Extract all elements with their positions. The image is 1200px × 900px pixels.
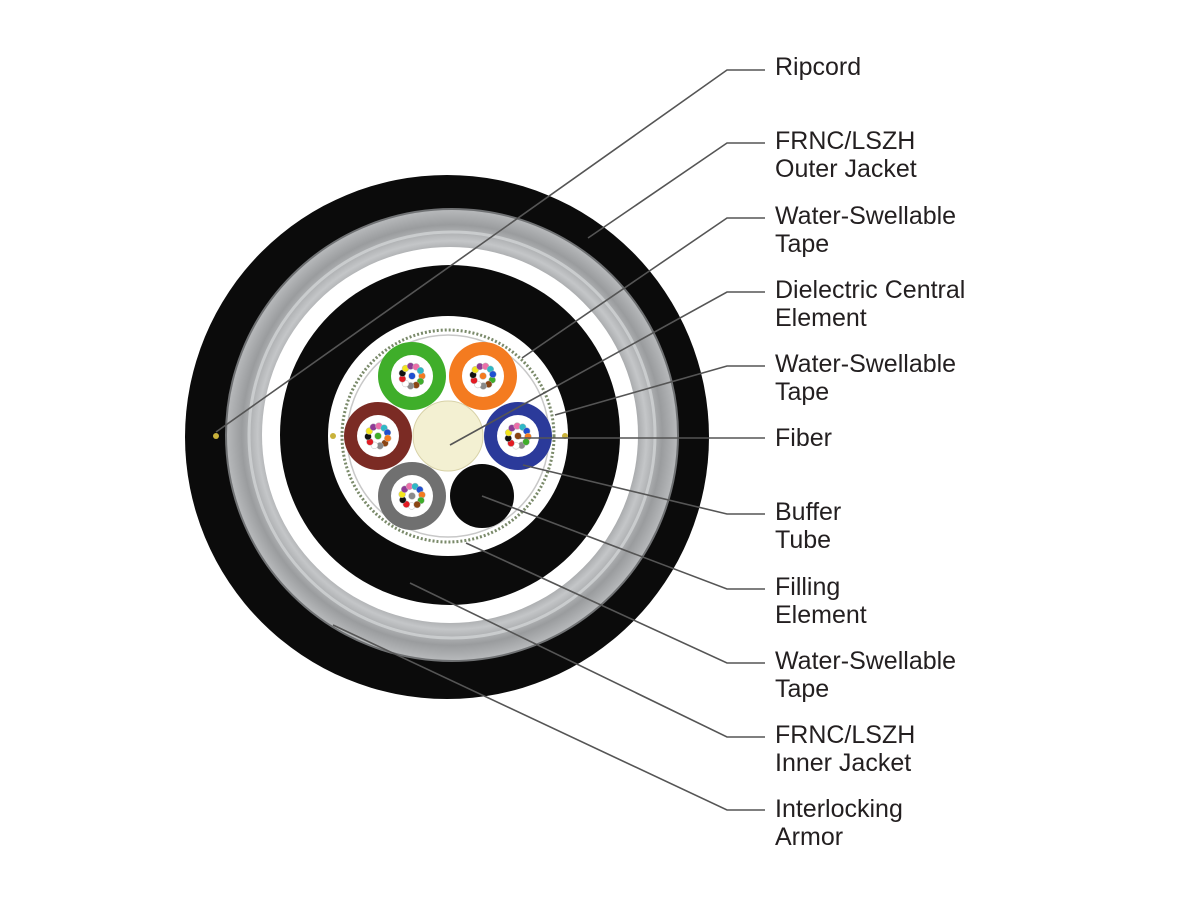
- leader-ripcord: [215, 69, 765, 433]
- leader-central-element: [449, 291, 765, 446]
- buffer-tubes: [344, 342, 552, 530]
- leader-inner-jacket: [409, 582, 765, 738]
- fiber-strand: [514, 432, 522, 440]
- leader-water-tape-1: [521, 217, 765, 359]
- leader-outer-jacket: [587, 142, 765, 239]
- label-ripcord: Ripcord: [775, 53, 862, 81]
- label-fiber: Fiber: [775, 424, 832, 452]
- fiber-strand: [479, 372, 487, 380]
- leader-buffer-tube: [522, 464, 765, 515]
- leader-water-tape-3: [465, 542, 765, 664]
- fiber-strand: [384, 434, 392, 442]
- fiber-strand: [408, 492, 416, 500]
- fiber-strand: [489, 370, 497, 378]
- leader-water-tape-2: [554, 365, 765, 416]
- fiber-strand: [522, 438, 530, 446]
- central-element-shape: [412, 400, 484, 472]
- buffer-tube-brown: [344, 402, 412, 470]
- leader-filling-element: [481, 495, 765, 590]
- buffer-tube-orange: [449, 342, 517, 410]
- leader-armor: [332, 624, 765, 811]
- fiber-strand: [408, 372, 416, 380]
- leader-lines: [215, 69, 765, 811]
- fiber-strand: [416, 366, 425, 375]
- fiber-strand: [374, 432, 382, 440]
- buffer-tube-blue: [484, 402, 552, 470]
- buffer-tube-green: [378, 342, 446, 410]
- buffer-tube-gray: [378, 462, 446, 530]
- fiber-strand: [413, 500, 421, 509]
